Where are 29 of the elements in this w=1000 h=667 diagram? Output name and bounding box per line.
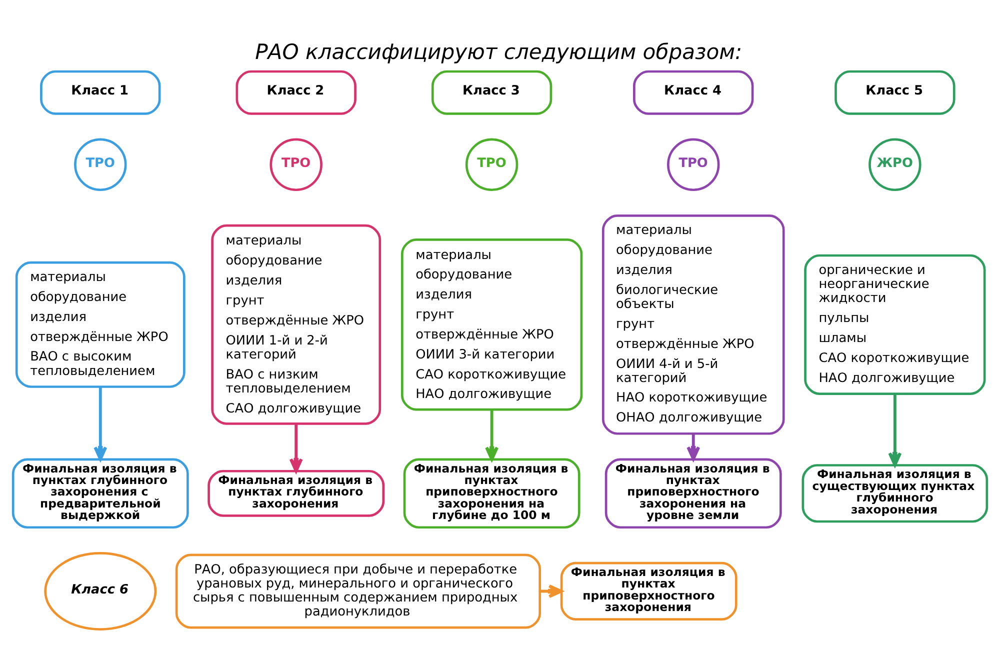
- arrow: [686, 434, 700, 460]
- node-box: Класс 5: [834, 70, 956, 114]
- arrow: [94, 386, 108, 460]
- node-box: материалы оборудование изделия грунт отверждённые ЖРО ОИИИ 1-й и 2-й категорий ВАО с низким тепловыделением САО долгоживущие: [211, 224, 382, 424]
- node-box: Финальная изоляция в пунктах глубинного захоронения с предварительной выдержкой: [12, 458, 189, 528]
- node-circle: ЖРО: [868, 138, 922, 191]
- node-box: Финальная изоляция в пунктах приповерхностного захоронения на глубине до 100 м: [403, 458, 580, 528]
- node-box: Финальная изоляция в пунктах приповерхностного захоронения: [560, 561, 738, 620]
- node-circle: ТРО: [74, 138, 127, 191]
- node-box: материалы оборудование изделия биологические объекты грунт отверждённые ЖРО ОИИИ 4-й и 5-й категорий НАО короткоживущие ОНАО долгоживущие: [602, 214, 785, 434]
- node-circle: ТРО: [667, 138, 720, 191]
- node-box: органические и неорганические жидкости пульпы шламы САО короткоживущие НАО долгоживущие: [804, 254, 986, 394]
- node-box: Класс 3: [431, 70, 552, 114]
- node-circle: ТРО: [270, 138, 322, 191]
- node-circle: ТРО: [465, 138, 518, 191]
- node-ellipse: Класс 6: [44, 551, 157, 630]
- node-box: Класс 4: [633, 70, 754, 114]
- node-box: Финальная изоляция в существующих пунктах глубинного захоронения: [802, 464, 988, 522]
- diagram-title: РАО классифицируют следующим образом:: [255, 38, 742, 64]
- node-box: РАО, образующиеся при добыче и переработке урановых руд, минерального и органического сырья с повышенным содержанием природных радионуклидов: [175, 553, 542, 628]
- arrow: [888, 393, 902, 466]
- node-box: Класс 1: [40, 70, 161, 114]
- arrow: [289, 424, 303, 472]
- node-box: Финальная изоляция в пунктах приповерхностного захоронения на уровне земли: [604, 458, 782, 528]
- node-box: Класс 2: [236, 70, 356, 114]
- node-box: Финальная изоляция в пунктах глубинного захоронения: [208, 469, 385, 516]
- arrow: [485, 409, 499, 460]
- node-box: материалы оборудование изделия грунт отверждённые ЖРО ОИИИ 3-й категории САО короткоживущие НАО долгоживущие: [400, 238, 583, 410]
- node-box: материалы оборудование изделия отверждённые ЖРО ВАО с высоким тепловыделением: [15, 260, 186, 388]
